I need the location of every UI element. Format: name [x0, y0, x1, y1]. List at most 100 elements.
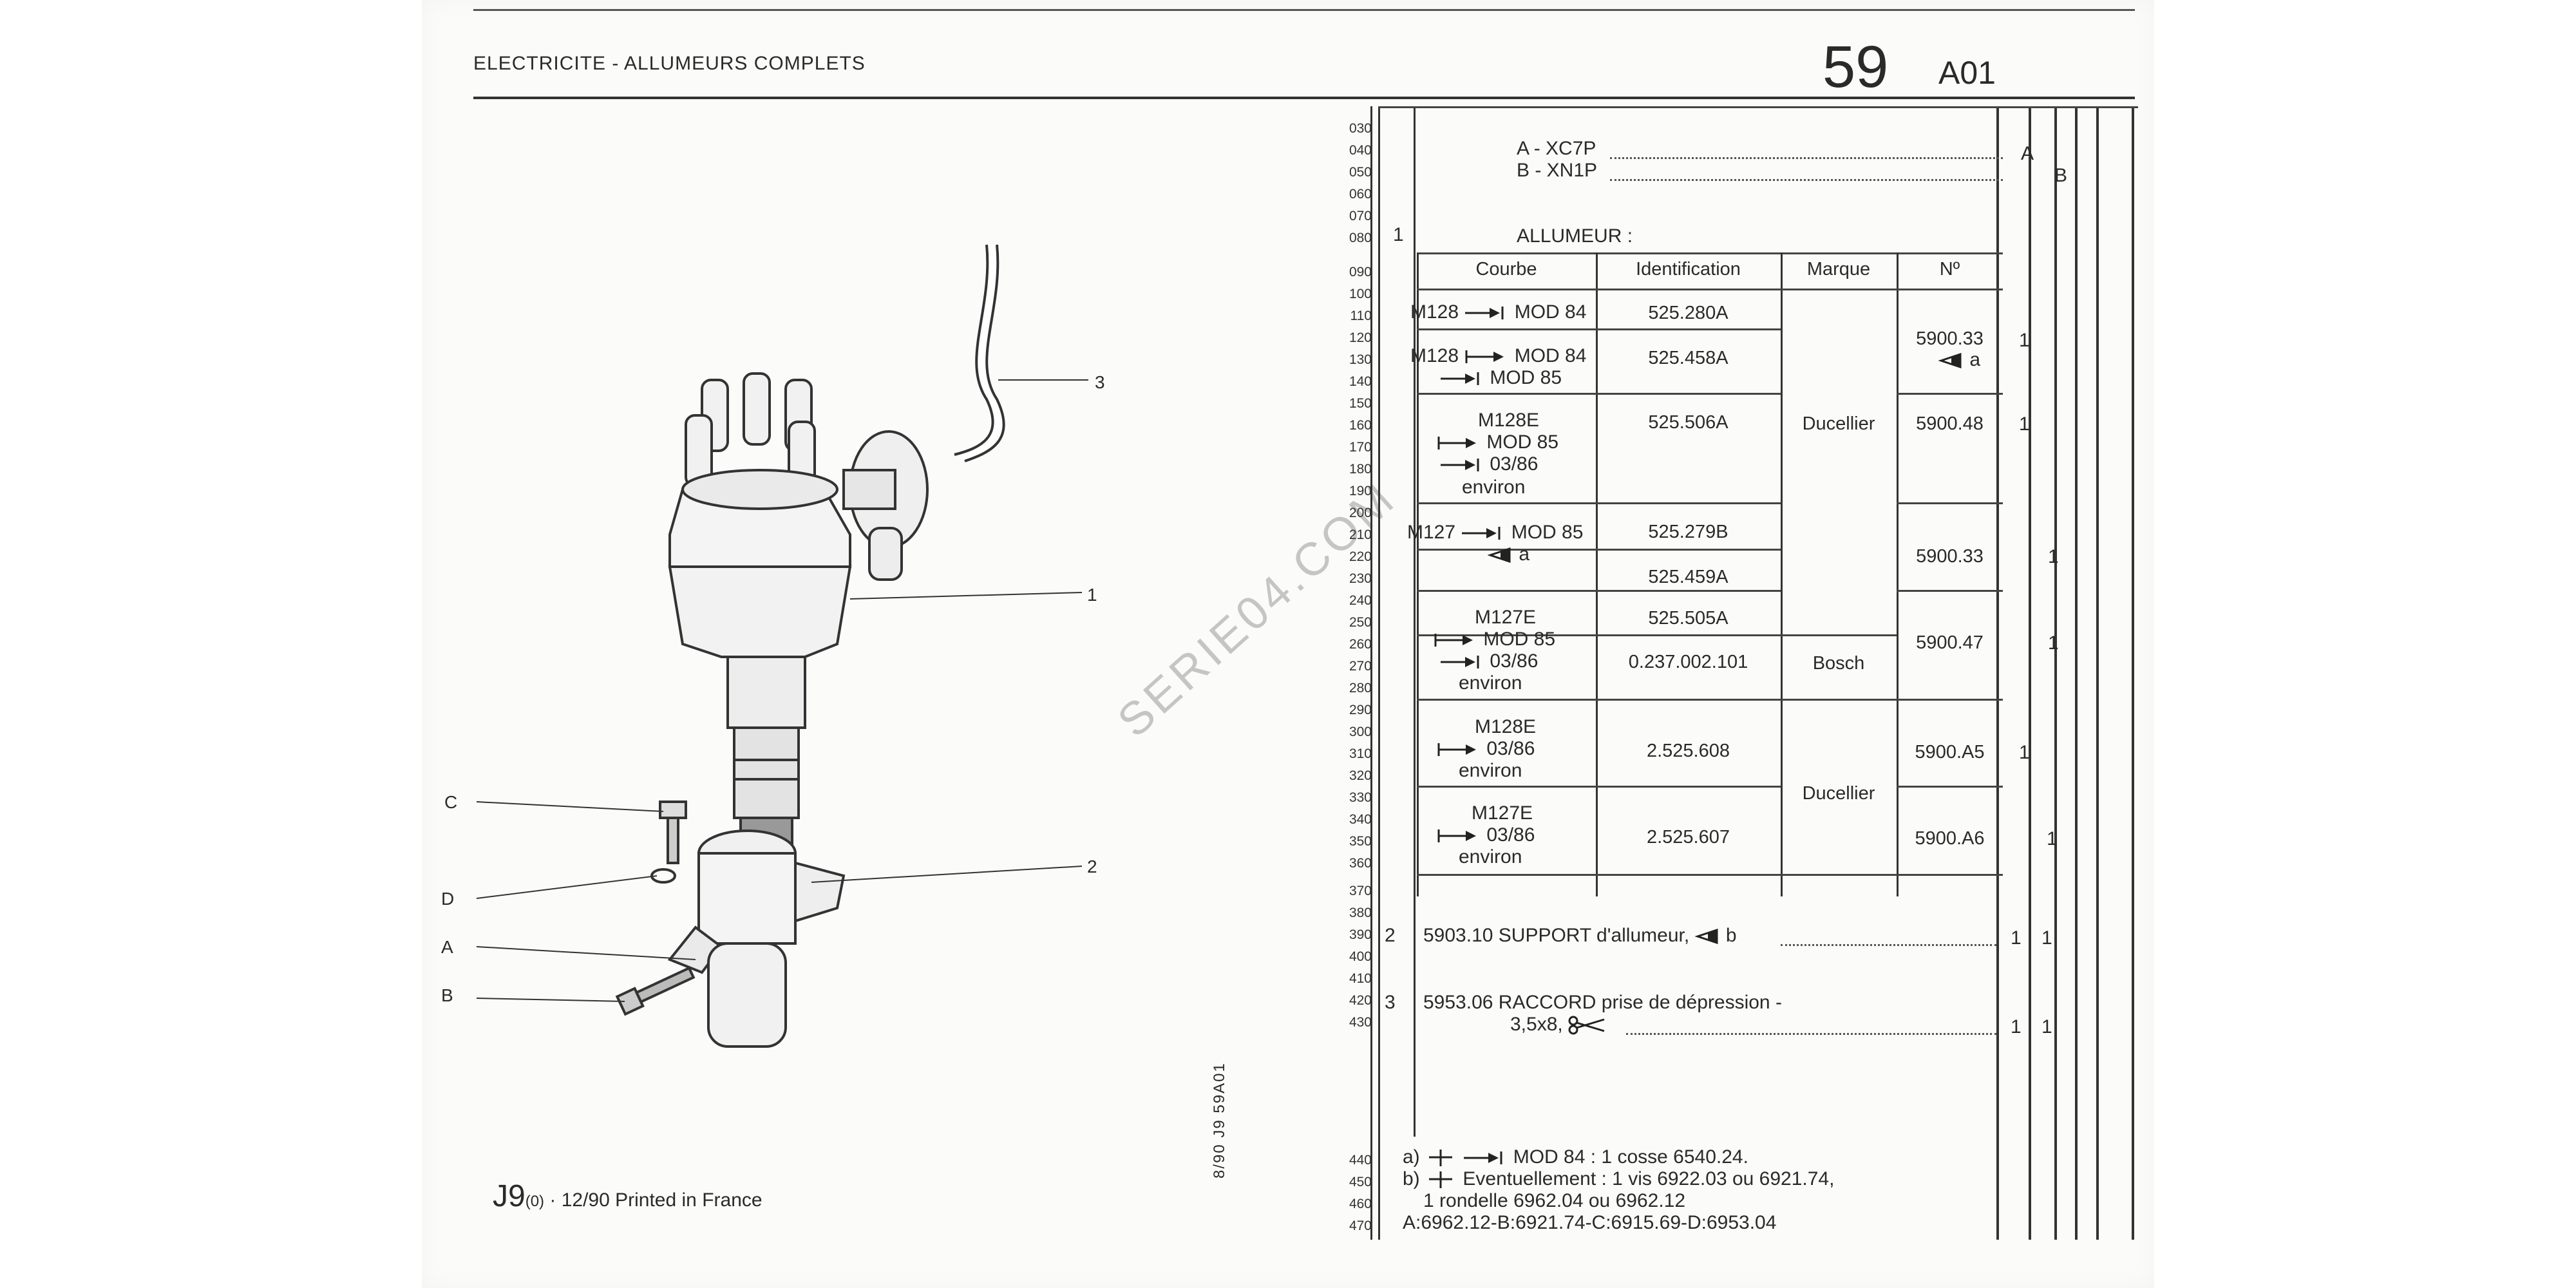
footer-code-sub: (0): [525, 1193, 545, 1210]
item2-index: 2: [1385, 925, 1396, 946]
item2-qty-a: 1: [2011, 927, 2022, 949]
row4-note: a: [1488, 544, 1530, 565]
row6-courbe-line2: 03/86: [1436, 738, 1535, 760]
distributor-diagram: [476, 244, 1088, 1048]
scissors-icon: [1568, 1016, 1605, 1035]
variant-b: B - XN1P: [1517, 160, 1598, 181]
item2-text: 5903.10 SUPPORT d'allumeur, b: [1423, 925, 1737, 946]
row2-courbe: M128 MOD 84: [1410, 345, 1587, 366]
leader-1: [849, 592, 1083, 600]
connector-icon: [1429, 1150, 1453, 1167]
row3-qty-a: 1: [2019, 413, 2030, 435]
item3-text-line2: 3,5x8,: [1510, 1014, 1607, 1036]
item1-title: ALLUMEUR :: [1517, 225, 1633, 247]
row5-courbe-line2: MOD 85: [1433, 629, 1555, 650]
arrow-from-to-icon: [1437, 743, 1476, 757]
row5-ident: 525.505A: [1648, 608, 1728, 629]
arrow-from-to-icon: [1434, 634, 1473, 647]
row3-numero: 5900.48: [1916, 413, 1984, 434]
row3-ident: 525.506A: [1648, 412, 1728, 433]
col-header-identification: Identification: [1636, 259, 1741, 279]
row5-numero: 5900.47: [1916, 632, 1984, 653]
row2-qty-a: 1: [2019, 330, 2030, 351]
row5-courbe-line4: environ: [1459, 672, 1522, 694]
row6-ident: 2.525.608: [1646, 741, 1730, 761]
row7-qty-b: 1: [2047, 828, 2058, 849]
row4-ident2: 525.459A: [1648, 567, 1728, 587]
row7-numero: 5900.A6: [1915, 828, 1985, 849]
callout-a: A: [441, 937, 453, 957]
item3-index: 3: [1385, 992, 1396, 1013]
row3-marque: Ducellier: [1802, 413, 1875, 434]
row7-courbe-line3: environ: [1459, 846, 1522, 867]
page-code: A01: [1938, 55, 1996, 91]
item3-text: 5953.06 RACCORD prise de dépression -: [1423, 992, 1782, 1013]
arrow-to-icon: [1464, 1151, 1502, 1165]
note-b: b) Eventuellement : 1 vis 6922.03 ou 692…: [1403, 1168, 1835, 1189]
leader-a: [476, 946, 696, 960]
vacuum-hose: [958, 244, 1003, 462]
row3-courbe: M128E: [1478, 410, 1540, 431]
row6-courbe: M128E: [1475, 716, 1537, 737]
vertical-code: 8/90 J9 59A01: [1211, 1062, 1228, 1179]
note-pointer-icon: [1938, 353, 1962, 369]
column-b-header: B: [2054, 165, 2068, 186]
support-bracket: [667, 829, 846, 1048]
col-header-numero: Nº: [1939, 259, 1960, 279]
row7-courbe-line2: 03/86: [1436, 824, 1535, 846]
arrow-to-icon: [1465, 307, 1504, 320]
row4-numero: 5900.33: [1916, 546, 1984, 567]
row5-qty-b: 1: [2048, 632, 2059, 654]
footer-printed: · 12/90 Printed in France: [544, 1189, 762, 1211]
arrow-from-to-icon: [1437, 829, 1476, 843]
row6-qty-a: 1: [2019, 742, 2030, 763]
item2-qty-b: 1: [2041, 927, 2052, 949]
footer-code-main: J9: [493, 1179, 526, 1213]
row4-courbe: M127 MOD 85: [1407, 522, 1584, 543]
row2-note: a: [1938, 349, 1980, 371]
row2-ident: 525.458A: [1648, 348, 1728, 368]
note-pointer-icon: [1488, 547, 1511, 564]
row3-courbe-line3: 03/86: [1439, 453, 1538, 475]
screw-c: [659, 800, 687, 864]
arrow-to-icon: [1462, 527, 1501, 540]
leader-2: [811, 866, 1083, 883]
header-rule: [473, 97, 2135, 99]
leader-d: [476, 875, 658, 899]
row3-courbe-line2: MOD 85: [1436, 431, 1558, 453]
callout-3: 3: [1095, 372, 1105, 392]
leader-c: [476, 801, 664, 812]
top-border: [473, 9, 2135, 11]
item3-qty-a: 1: [2011, 1016, 2022, 1037]
arrow-to-icon: [1441, 459, 1479, 472]
arrow-from-to-icon: [1465, 350, 1504, 364]
footer-code: J9(0) · 12/90 Printed in France: [493, 1179, 762, 1214]
connector-icon: [1429, 1171, 1453, 1189]
arrow-to-icon: [1441, 656, 1479, 669]
item3-qty-b: 1: [2041, 1016, 2052, 1037]
row3-courbe-line4: environ: [1462, 477, 1526, 498]
row2-numero: 5900.33: [1916, 328, 1984, 349]
row6-numero: 5900.A5: [1915, 742, 1985, 762]
note-b-line2: 1 rondelle 6962.04 ou 6962.12: [1423, 1190, 1686, 1211]
section-title: ELECTRICITE - ALLUMEURS COMPLETS: [473, 53, 866, 74]
row4-qty-b: 1: [2048, 546, 2059, 567]
row1-ident: 525.280A: [1648, 303, 1728, 323]
note-refs: A:6962.12-B:6921.74-C:6915.69-D:6953.04: [1403, 1212, 1777, 1233]
bolt-b: [615, 966, 696, 1016]
col-header-marque: Marque: [1806, 259, 1871, 279]
callout-c: C: [444, 792, 458, 812]
row6-courbe-line3: environ: [1459, 760, 1522, 781]
page-number: 59: [1823, 34, 1889, 100]
note-pointer-icon: [1694, 929, 1718, 945]
row1-courbe: M128 MOD 84: [1410, 301, 1587, 323]
col-header-courbe: Courbe: [1475, 259, 1537, 279]
row7-marque: Ducellier: [1802, 783, 1875, 804]
arrow-to-icon: [1441, 372, 1479, 386]
row5-courbe-line3: 03/86: [1439, 650, 1538, 672]
column-a-header: A: [2021, 143, 2034, 164]
note-a: a) MOD 84 : 1 cosse 6540.24.: [1403, 1146, 1748, 1168]
callout-2: 2: [1087, 857, 1097, 876]
item1-index: 1: [1393, 224, 1404, 245]
distributor-cap: [668, 372, 851, 568]
